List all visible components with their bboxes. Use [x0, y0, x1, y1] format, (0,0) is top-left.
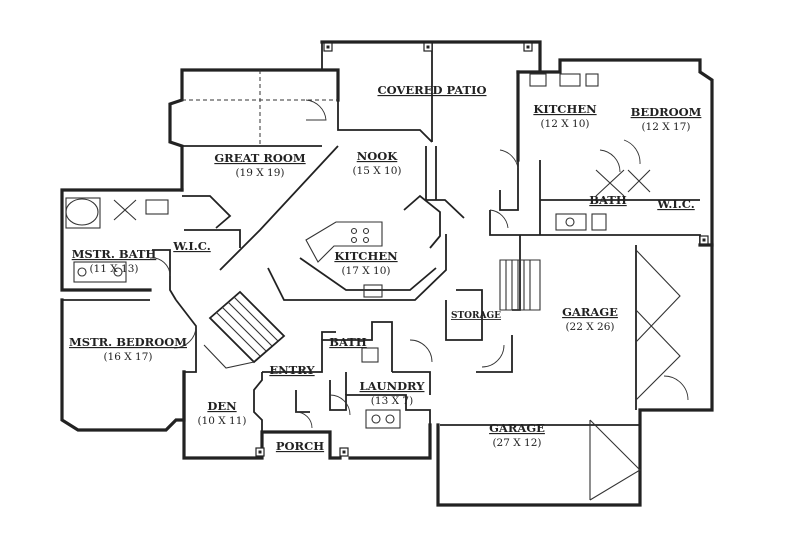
- room-dim-mstr-bedroom: (16 X 17): [103, 351, 152, 363]
- room-label-bath-main: BATH: [329, 335, 367, 349]
- room-labels: COVERED PATIO KITCHEN (12 X 10) BEDROOM …: [69, 83, 702, 453]
- room-dim-kitchen-apt: (12 X 10): [540, 118, 589, 130]
- room-label-mstr-bath: MSTR. BATH: [72, 247, 157, 261]
- fixtures: [65, 73, 651, 429]
- room-label-den: DEN: [207, 399, 237, 413]
- beam-lines: [182, 70, 338, 146]
- room-dim-garage-large: (22 X 26): [565, 321, 614, 333]
- room-dim-kitchen-main: (17 X 10): [341, 265, 390, 277]
- room-label-kitchen-main: KITCHEN: [334, 249, 398, 263]
- room-dim-laundry: (13 X 7): [371, 395, 413, 407]
- room-label-garage-large: GARAGE: [562, 305, 618, 319]
- room-label-mstr-bedroom: MSTR. BEDROOM: [69, 335, 187, 349]
- room-label-wic-master: W.I.C.: [172, 239, 210, 253]
- room-dim-den: (10 X 11): [197, 415, 246, 427]
- room-dim-mstr-bath: (11 X 13): [89, 263, 138, 275]
- room-label-laundry: LAUNDRY: [360, 379, 426, 393]
- room-label-garage-small: GARAGE: [489, 421, 545, 435]
- room-label-nook: NOOK: [357, 149, 399, 163]
- room-label-bedroom: BEDROOM: [631, 105, 702, 119]
- room-dim-bedroom: (12 X 17): [641, 121, 690, 133]
- room-label-covered-patio: COVERED PATIO: [377, 83, 486, 97]
- room-label-kitchen-apt: KITCHEN: [533, 102, 597, 116]
- garage-door-markings: [589, 249, 681, 501]
- room-dim-garage-small: (27 X 12): [492, 437, 541, 449]
- room-dim-nook: (15 X 10): [352, 165, 401, 177]
- room-label-wic-apt: W.I.C.: [656, 197, 694, 211]
- door-swings: [149, 99, 689, 429]
- room-label-entry: ENTRY: [269, 363, 315, 377]
- room-label-bath-apt: BATH: [589, 193, 627, 207]
- room-label-great-room: GREAT ROOM: [214, 151, 306, 165]
- room-label-storage: STORAGE: [451, 311, 501, 321]
- posts: [255, 42, 709, 457]
- room-label-porch: PORCH: [276, 439, 324, 453]
- room-dim-great-room: (19 X 19): [235, 167, 284, 179]
- interior-walls: [152, 145, 541, 432]
